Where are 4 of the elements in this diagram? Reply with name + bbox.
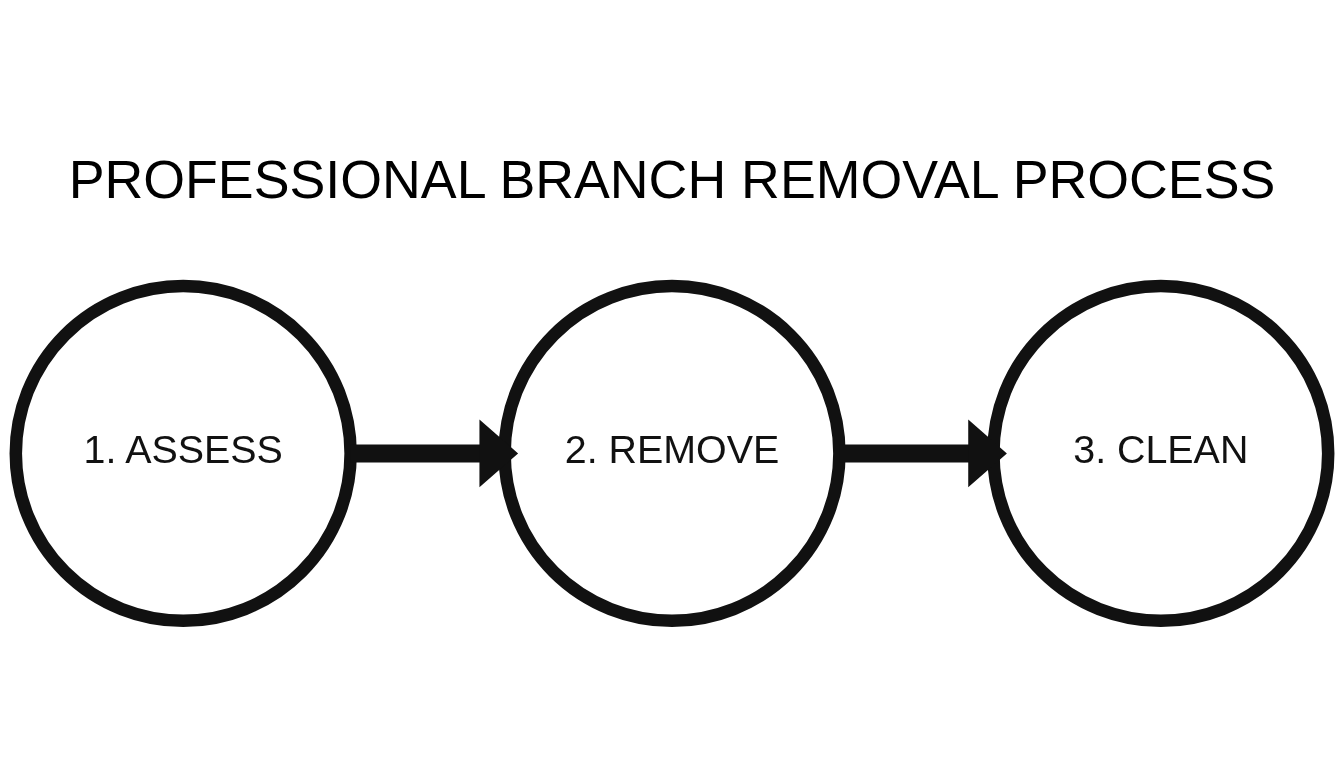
node-circle: 2. REMOVE: [498, 279, 846, 627]
node-circle: 3. CLEAN: [987, 279, 1335, 627]
node-circle: 1. ASSESS: [9, 279, 357, 627]
diagram-title: PROFESSIONAL BRANCH REMOVAL PROCESS: [68, 148, 1276, 209]
